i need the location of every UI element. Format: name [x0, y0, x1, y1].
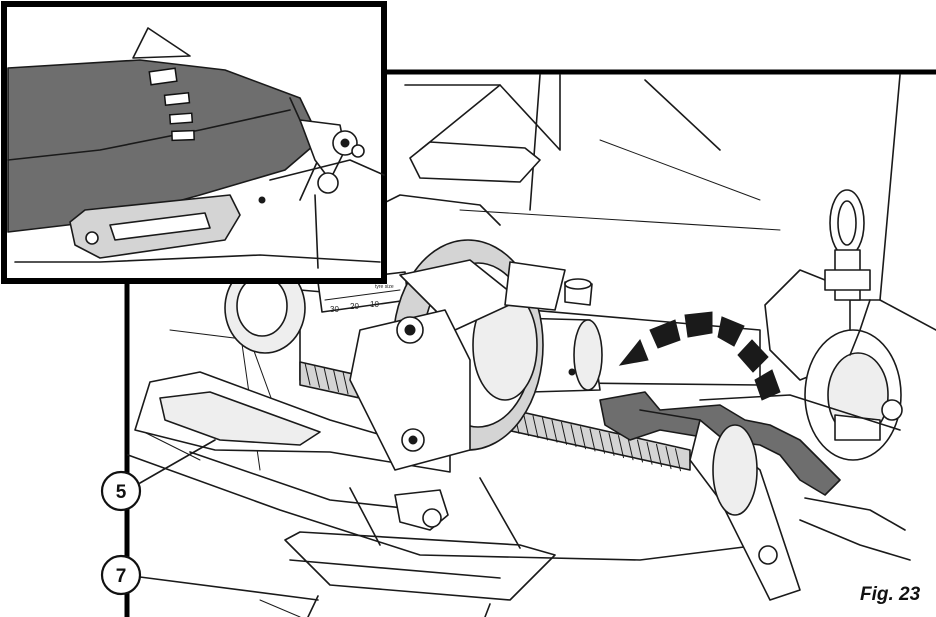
callout-5: 5	[100, 439, 216, 512]
fork-lever	[599, 391, 841, 496]
lower-right-frame	[689, 419, 911, 601]
scale-tick-20: 20	[350, 302, 359, 311]
figure-label: Fig. 23	[860, 584, 921, 605]
inset-tyre	[7, 59, 321, 233]
top-plate	[409, 141, 541, 183]
inset-detail	[1, 1, 387, 284]
clamp-block	[349, 309, 471, 471]
base-plate	[284, 531, 556, 601]
machine-cabinet	[379, 74, 936, 331]
callout-7-label: 7	[116, 566, 127, 587]
scale-tick-30: 30	[330, 305, 339, 314]
inset-up-arrow	[132, 27, 191, 59]
scale-caption: tyre size	[375, 284, 394, 290]
arm-nut	[394, 489, 449, 531]
callout-5-label: 5	[116, 482, 127, 503]
clamp-flange	[349, 239, 566, 471]
arm-assembly	[127, 371, 761, 561]
callout-7: 7	[100, 554, 319, 601]
right-yoke	[699, 189, 903, 461]
scale-tick-10: 10	[370, 300, 379, 309]
rotation-arrow	[618, 311, 781, 401]
